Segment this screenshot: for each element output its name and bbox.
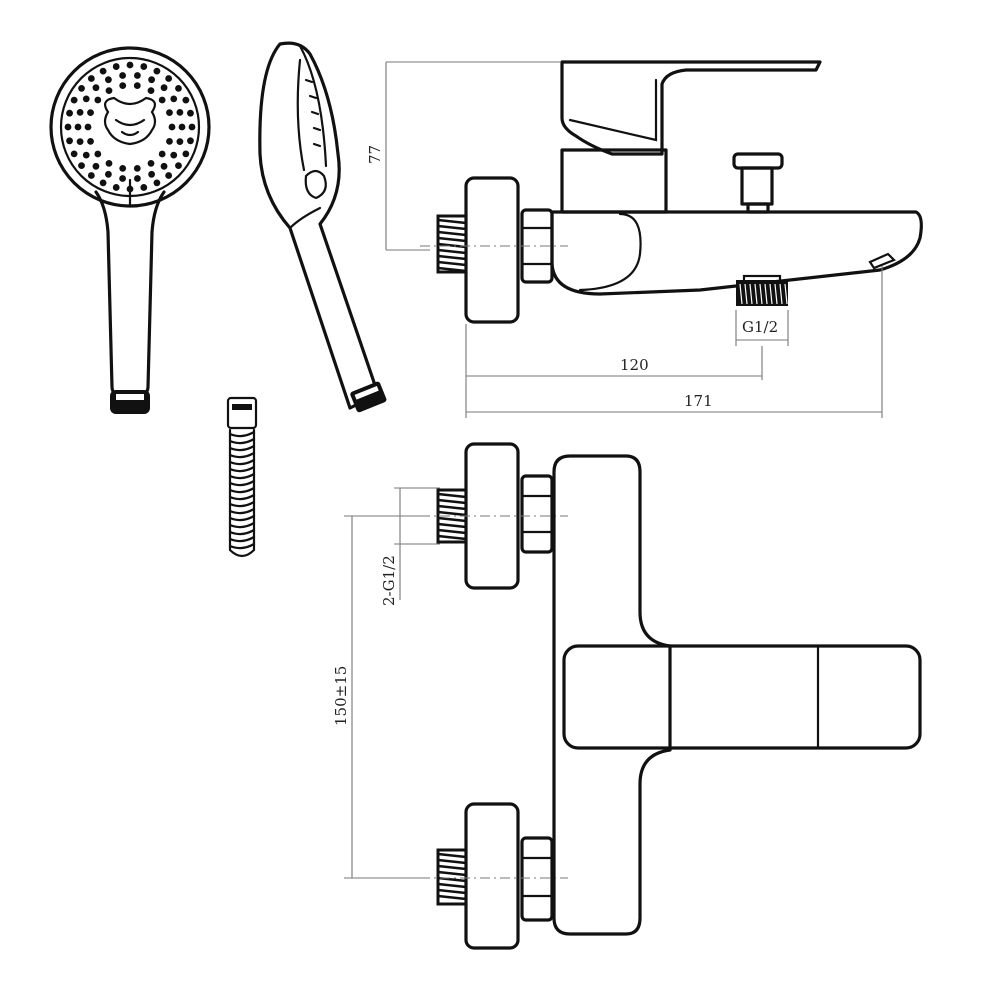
hand-shower-side-icon xyxy=(258,41,387,413)
dim-height-label: 77 xyxy=(366,145,384,164)
mixer-front-view xyxy=(344,442,922,950)
hand-shower-front-icon xyxy=(49,46,211,414)
dim-inlet-threads-label: 2-G1/2 xyxy=(380,555,398,606)
dim-total-length-label: 171 xyxy=(684,392,713,410)
dim-spout-outlet-label: 120 xyxy=(620,356,649,374)
dim-inlet-spacing-label: 150±15 xyxy=(332,666,350,726)
dim-outlet-thread-label: G1/2 xyxy=(742,318,778,336)
shower-hose-icon xyxy=(226,396,258,558)
mixer-side-view xyxy=(385,60,923,418)
